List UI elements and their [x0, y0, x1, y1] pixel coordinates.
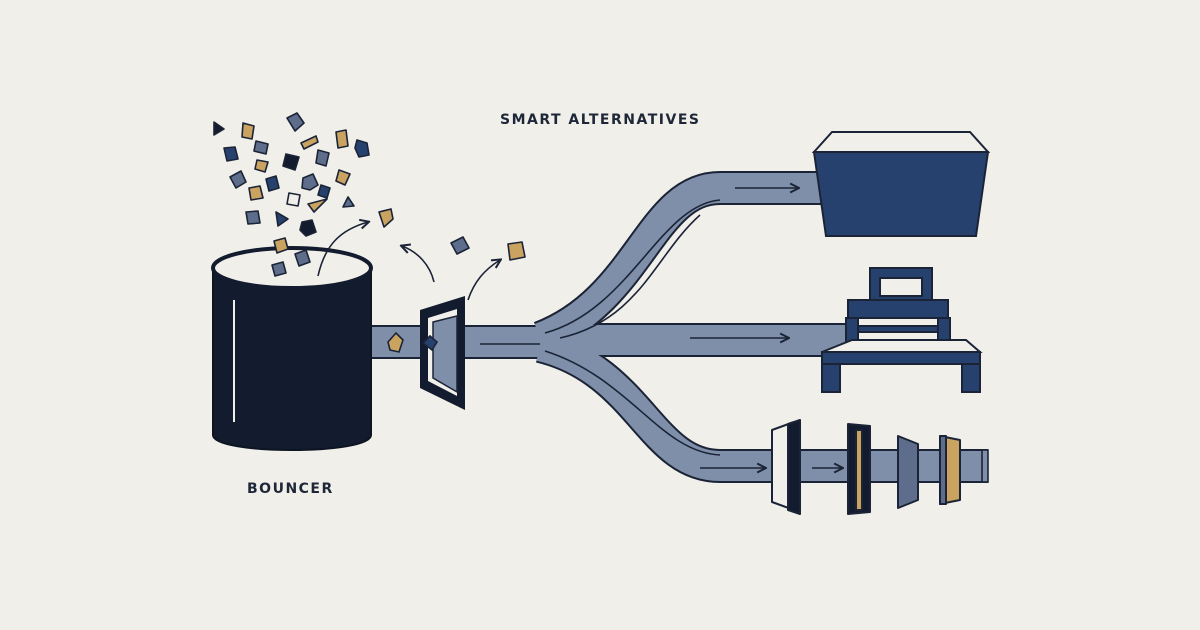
pipe-particles: [387, 331, 439, 353]
bouncer-cylinder: [211, 246, 373, 451]
smart-alternatives-label: SMART ALTERNATIVES: [500, 112, 701, 128]
container-bin-icon: [811, 131, 991, 237]
bouncer-label: BOUNCER: [247, 481, 334, 497]
flow-arrows: [480, 188, 842, 468]
filter-frame-icon: [420, 296, 465, 410]
pipe-lower: [536, 331, 988, 481]
inline-filter-stack-icon: [771, 419, 961, 515]
processing-machine-icon: [821, 267, 983, 393]
scattered-particles: [213, 112, 526, 277]
pipe-upper: [534, 173, 825, 353]
bounce-arrows: [317, 222, 500, 301]
